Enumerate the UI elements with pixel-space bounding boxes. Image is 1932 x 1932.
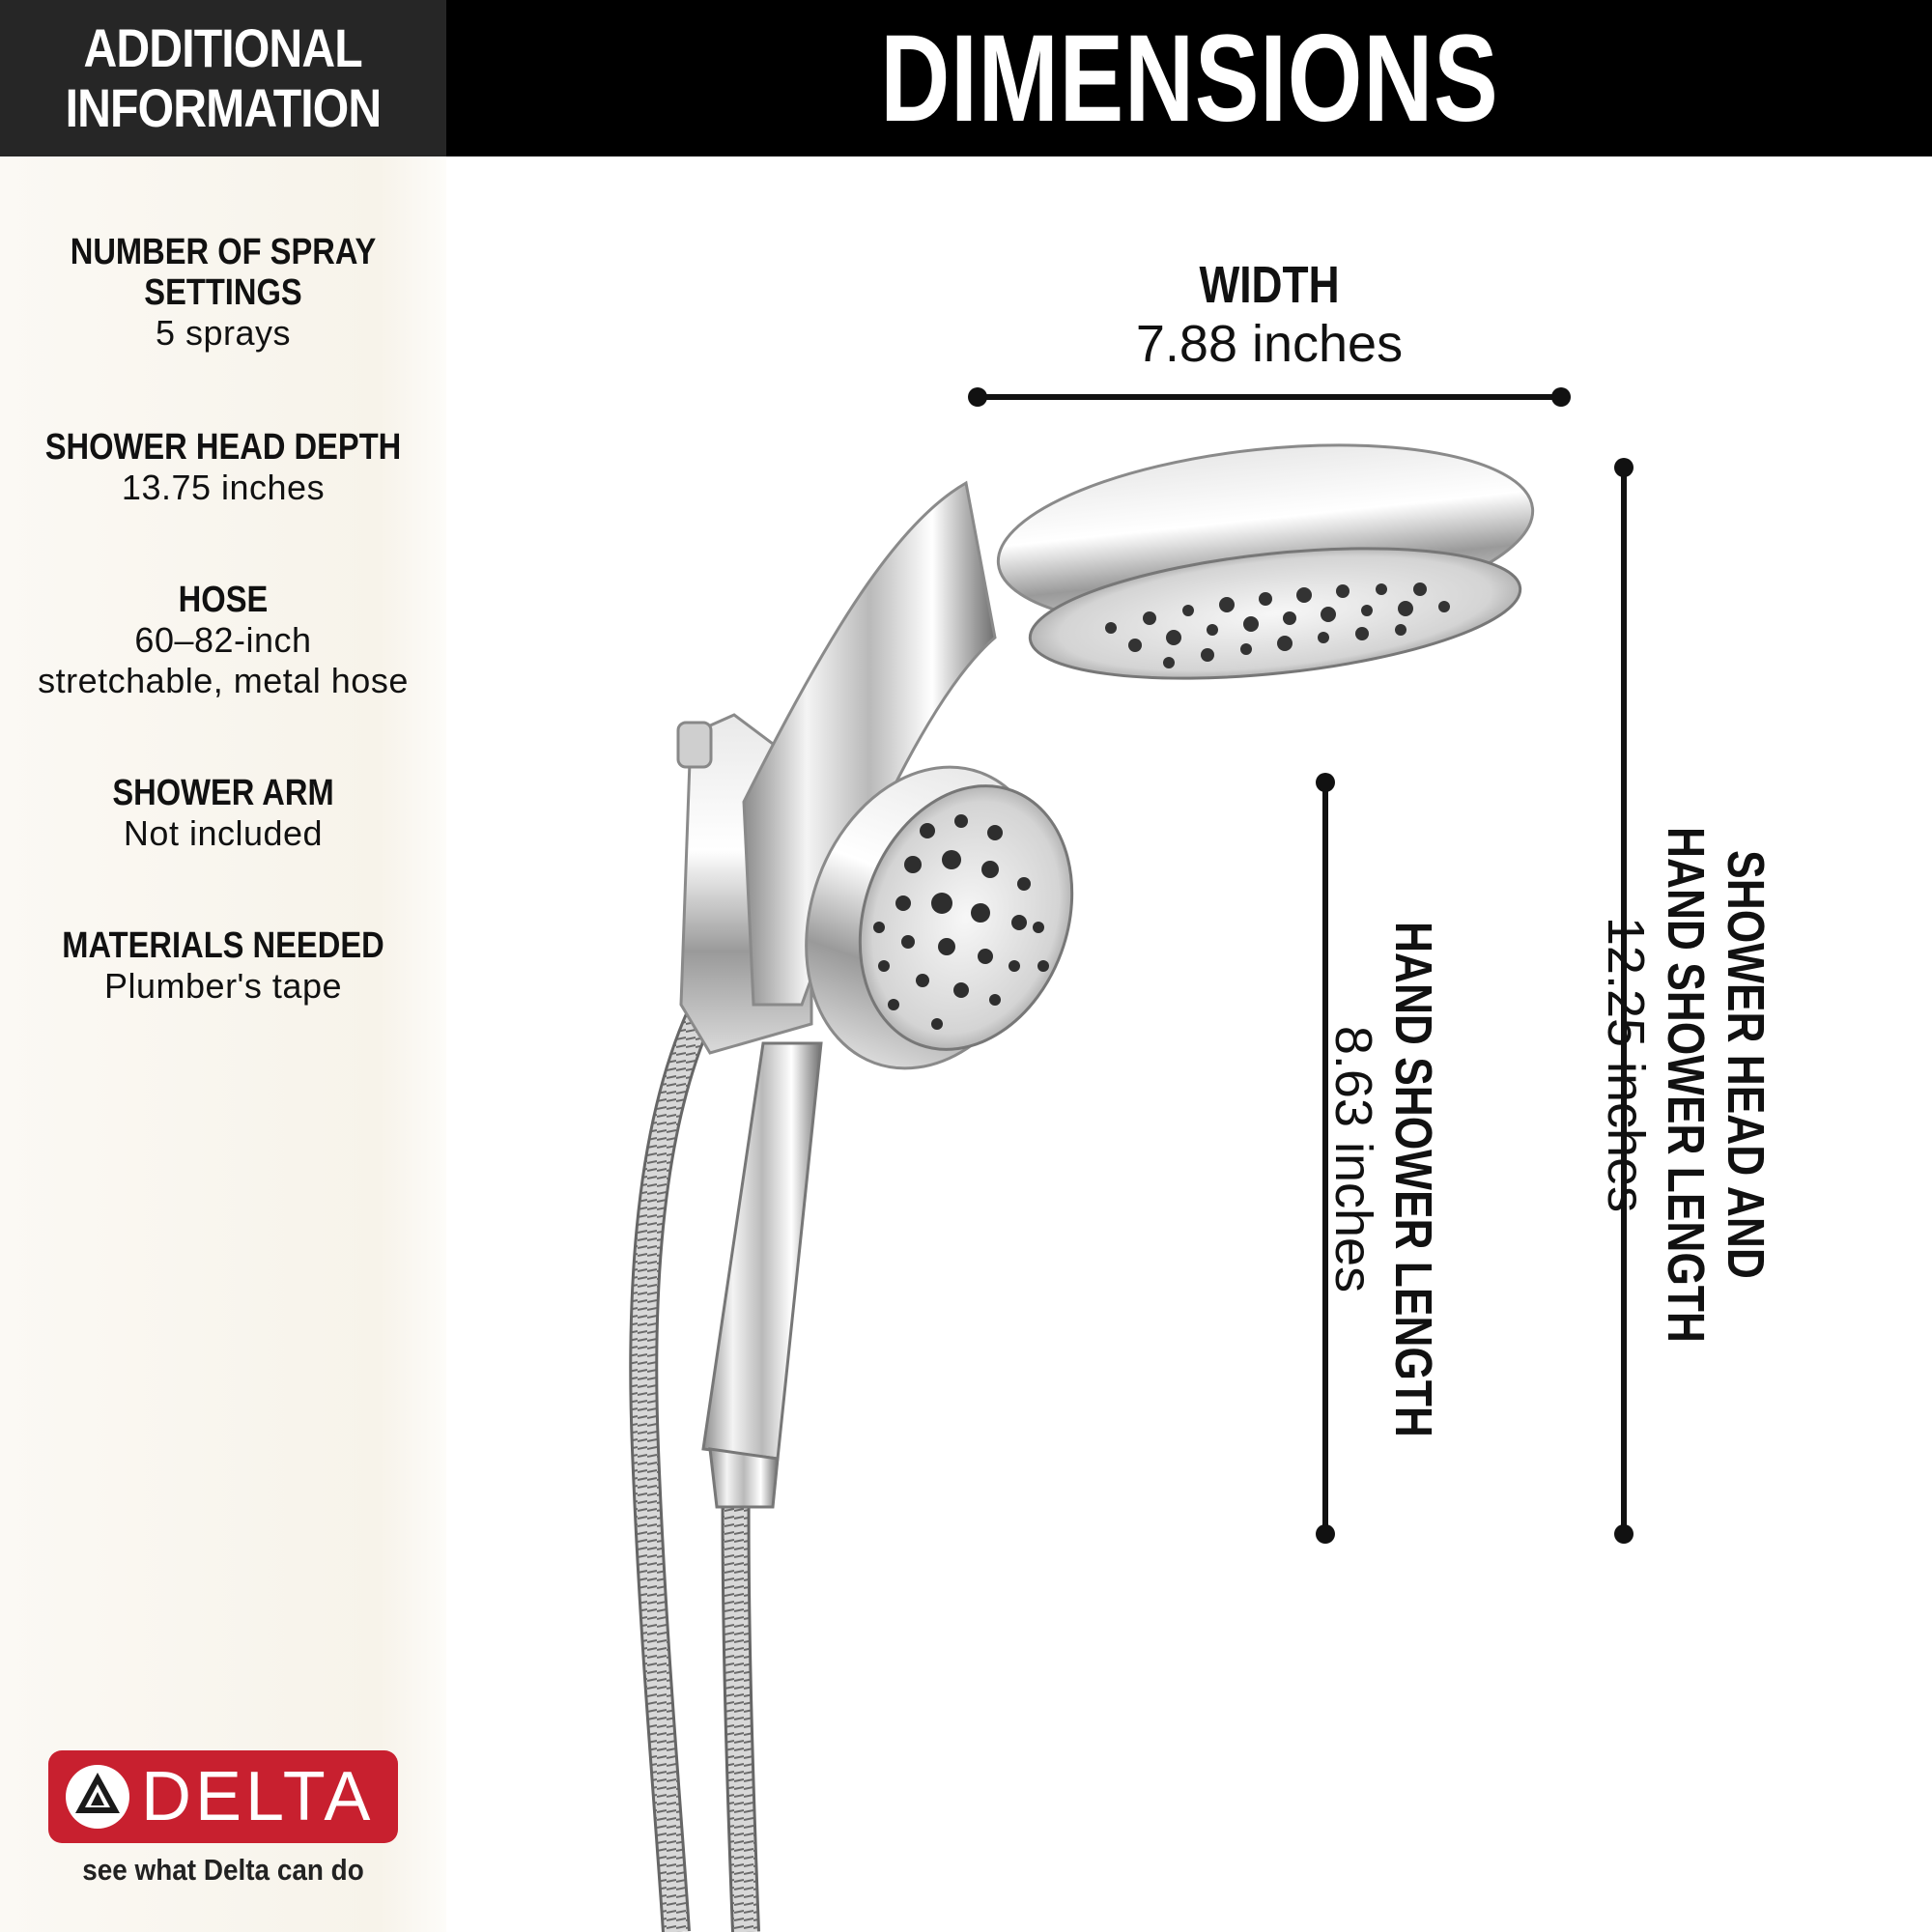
combined-length-value: 12.25 inches: [1597, 916, 1655, 1213]
handle-connector: [708, 1447, 780, 1509]
dimensions-header: DIMENSIONS: [446, 0, 1932, 156]
combined-endpoint-bottom: [1614, 1524, 1634, 1544]
rain-shower-face: [1028, 547, 1522, 680]
info-value: 5 sprays: [155, 313, 292, 353]
info-label: SHOWER HEAD DEPTH: [44, 427, 402, 468]
materials-needed-info: MATERIALS NEEDED Plumber's tape: [0, 925, 446, 1007]
combined-length-dimension: SHOWER HEAD AND HAND SHOWER LENGTH 12.25…: [1596, 775, 1776, 1354]
combined-endpoint-top: [1614, 458, 1634, 477]
info-value: stretchable, metal hose: [38, 661, 409, 700]
width-endpoint-left: [968, 387, 987, 407]
hand-shower-length-label: HAND SHOWER LENGTH: [1384, 922, 1442, 1437]
hand-shower-length-value: 8.63 inches: [1324, 1025, 1382, 1293]
shower-head-depth-info: SHOWER HEAD DEPTH 13.75 inches: [0, 427, 446, 508]
spray-settings-info: NUMBER OF SPRAY SETTINGS 5 sprays: [0, 232, 446, 354]
additional-information-header: ADDITIONAL INFORMATION: [0, 0, 446, 156]
info-label: HOSE: [178, 580, 269, 620]
hand-shower-endpoint-bottom: [1316, 1524, 1335, 1544]
header-left-line1: ADDITIONAL: [83, 17, 363, 78]
info-value: Not included: [123, 813, 324, 853]
header-left-line2: INFORMATION: [65, 77, 383, 138]
rain-shower-nozzles: [1105, 582, 1450, 668]
hand-shower-face: [858, 784, 1074, 1051]
info-label: SETTINGS: [144, 272, 302, 313]
hose: [632, 1009, 711, 1932]
combined-length-label-2: HAND SHOWER LENGTH: [1657, 827, 1715, 1343]
info-value: Plumber's tape: [104, 966, 342, 1006]
shower-head-arm: [742, 480, 997, 1007]
delta-logo: DELTA: [48, 1750, 398, 1843]
shower-arm-info: SHOWER ARM Not included: [0, 773, 446, 854]
combined-length-label-1: SHOWER HEAD AND: [1717, 850, 1775, 1279]
delta-triangle-icon: [66, 1765, 129, 1829]
info-label: MATERIALS NEEDED: [62, 925, 384, 966]
info-label: NUMBER OF SPRAY: [70, 232, 377, 272]
hand-shower-nozzles: [873, 814, 1049, 1030]
width-dimension: WIDTH 7.88 inches: [980, 256, 1559, 374]
info-value: 13.75 inches: [121, 468, 326, 507]
info-value: 60–82-inch: [134, 620, 312, 660]
hand-shower-handle: [701, 1041, 823, 1461]
page-title: DIMENSIONS: [879, 9, 1499, 148]
shower-arm-connector: [676, 721, 713, 769]
hose-info: HOSE 60–82-inch stretchable, metal hose: [0, 580, 446, 701]
info-sidebar: [0, 156, 446, 1932]
brand-tagline: see what Delta can do: [82, 1853, 364, 1887]
info-label: SHOWER ARM: [112, 773, 334, 813]
logo-text: DELTA: [141, 1758, 375, 1835]
width-value: 7.88 inches: [1135, 315, 1404, 373]
hand-shower-length-dimension: HAND SHOWER LENGTH 8.63 inches: [1323, 869, 1443, 1449]
hose-2: [724, 1448, 757, 1932]
width-endpoint-right: [1551, 387, 1571, 407]
hand-shower-endpoint-top: [1316, 773, 1335, 792]
width-label: WIDTH: [1199, 256, 1340, 314]
